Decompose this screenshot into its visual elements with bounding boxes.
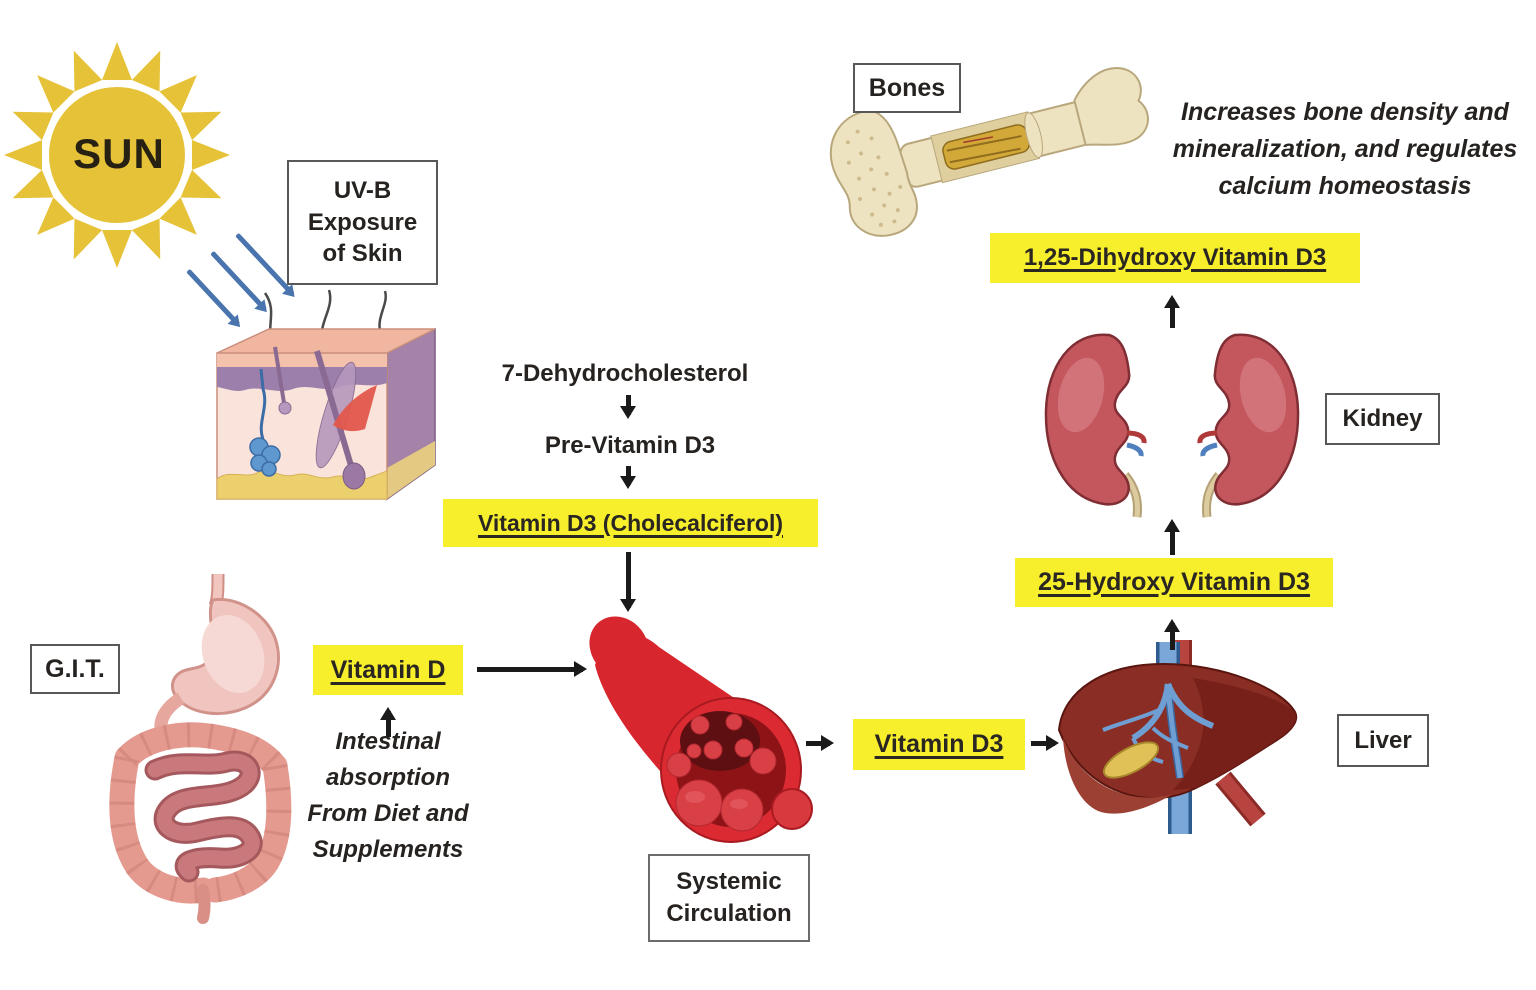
- node-vitamin-d3: Vitamin D3: [853, 719, 1025, 770]
- uvb-exposure-box: UV-B Exposure of Skin: [287, 160, 438, 285]
- arrow-previtd3-to-d3: [626, 466, 631, 485]
- kidney-box: Kidney: [1325, 393, 1440, 445]
- small-intestine: [144, 750, 263, 883]
- arrector-muscle: [333, 385, 377, 432]
- arrow-circulation-to-vitd3: [806, 741, 830, 746]
- sun-icon: [4, 42, 230, 268]
- liver-icon: [1057, 640, 1298, 834]
- bone-effect-note: Increases bone density and mineralizatio…: [1172, 98, 1518, 200]
- gallbladder: [1102, 741, 1160, 779]
- gastrointestinal-tract-icon: [109, 573, 292, 924]
- node-vitamin-d3-cholecalciferol: Vitamin D3 (Cholecalciferol): [443, 499, 818, 547]
- git-box: G.I.T.: [30, 644, 120, 694]
- arrow-7dhc-to-previtd3: [626, 395, 631, 415]
- blood-vessel-icon: [589, 616, 813, 843]
- arrow-d3-to-circulation: [626, 552, 631, 608]
- node-vitamin-d: Vitamin D: [313, 645, 463, 695]
- label-7-dehydrocholesterol: 7-Dehydrocholesterol: [501, 360, 749, 387]
- kidneys-icon: [1044, 325, 1307, 520]
- arrow-vitd-to-circulation: [477, 667, 583, 672]
- arrow-liver-to-25oh: [1170, 623, 1175, 650]
- arrow-vitd3-to-liver: [1031, 741, 1055, 746]
- spongy-bone-texture: [845, 129, 903, 227]
- label-pre-vitamin-d3: Pre-Vitamin D3: [544, 432, 716, 459]
- node-25-hydroxy-vitamin-d3: 25-Hydroxy Vitamin D3: [1015, 558, 1333, 607]
- liver-box: Liver: [1337, 714, 1429, 767]
- hair-follicle: [273, 346, 366, 490]
- bones-box: Bones: [853, 63, 961, 113]
- arrow-25oh-to-kidney: [1170, 523, 1175, 555]
- bone-icon: [829, 67, 1149, 237]
- arrow-kidney-to-125oh: [1170, 299, 1175, 328]
- systemic-circulation-box: Systemic Circulation: [648, 854, 810, 942]
- node-1-25-dihydroxy-vitamin-d3: 1,25-Dihydroxy Vitamin D3: [990, 233, 1360, 283]
- red-blood-cells: [666, 713, 777, 832]
- sun-label: SUN: [73, 130, 165, 177]
- skin-cross-section-icon: [216, 289, 436, 501]
- arrow-absorption-to-vitd: [386, 711, 391, 737]
- rectum: [197, 884, 211, 924]
- sweat-gland: [249, 368, 281, 477]
- intestinal-absorption-note: Intestinal absorption From Diet and Supp…: [307, 728, 469, 863]
